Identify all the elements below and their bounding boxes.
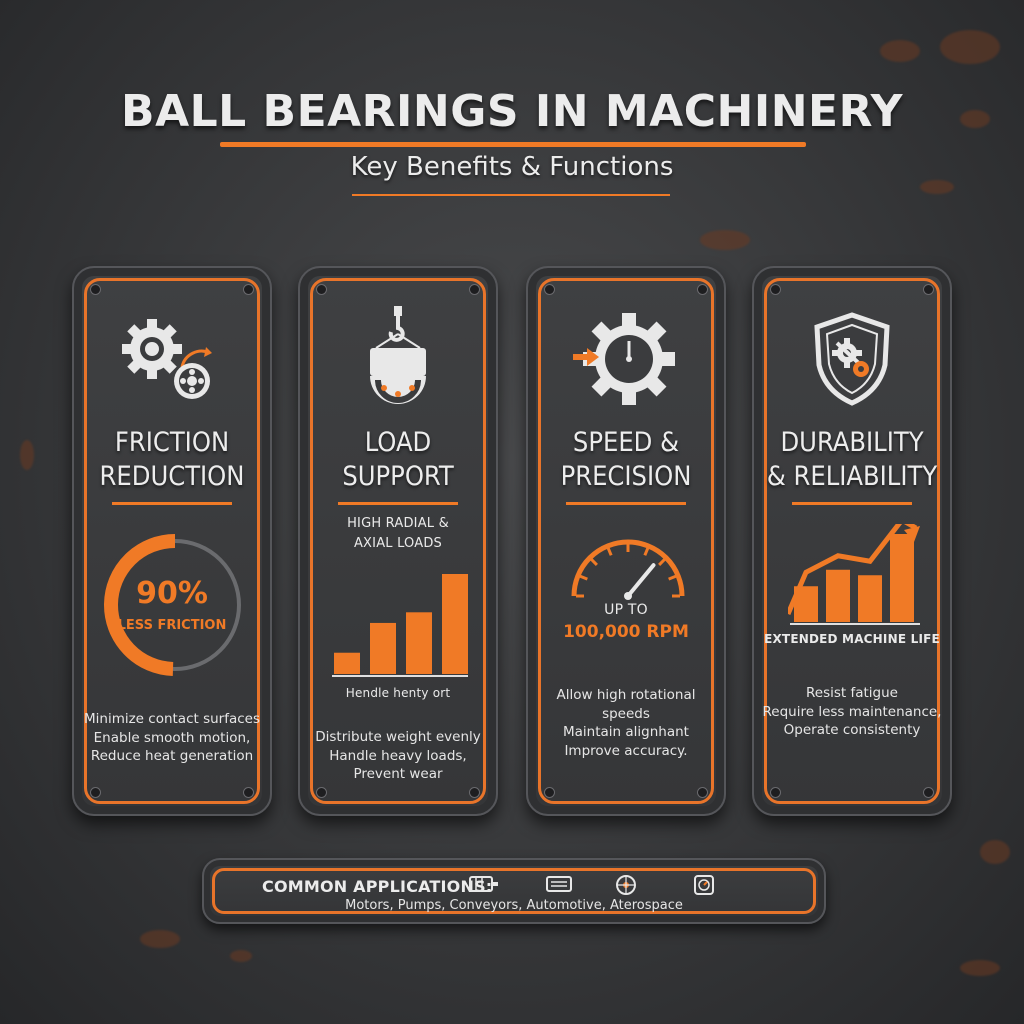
card-title: LOAD SUPPORT xyxy=(342,427,454,492)
screw-icon xyxy=(923,284,934,295)
screw-icon xyxy=(243,787,254,798)
rust-spot xyxy=(980,840,1010,864)
rust-spot xyxy=(960,960,1000,976)
wheel-icon xyxy=(616,875,636,895)
screw-icon xyxy=(544,284,555,295)
durability-chart-caption: EXTENDED MACHINE LIFE xyxy=(764,632,940,646)
load-bar xyxy=(442,574,468,674)
screw-icon xyxy=(90,284,101,295)
rust-spot xyxy=(700,230,750,250)
trend-arrow-head xyxy=(904,526,920,542)
card-speed-precision: SPEED & PRECISION UP TO 100,000 RPM Allo… xyxy=(526,266,726,816)
friction-gauge-fill xyxy=(104,534,176,676)
load-chart-caption: Hendle henty ort xyxy=(345,686,451,700)
applications-label: COMMON APPLICATIONS: xyxy=(262,877,493,896)
screw-icon xyxy=(243,284,254,295)
trend-arrow-line xyxy=(788,524,918,615)
load-bar-chart xyxy=(332,574,468,677)
applications-list: Motors, Pumps, Conveyors, Automotive, At… xyxy=(345,898,683,913)
card-title-underline xyxy=(338,502,458,505)
gear-bearing-icon xyxy=(74,304,270,414)
screw-icon xyxy=(697,787,708,798)
screw-icon xyxy=(770,787,781,798)
speed-gauge xyxy=(571,539,685,600)
load-bar xyxy=(406,612,432,674)
gauge-tick xyxy=(658,558,666,566)
card-title-underline xyxy=(566,502,686,505)
friction-metric-label: LESS FRICTION xyxy=(117,618,227,633)
card-load-support: LOAD SUPPORT HIGH RADIAL & AXIAL LOADS H… xyxy=(298,266,498,816)
load-bar xyxy=(370,622,396,674)
load-bar xyxy=(334,652,360,674)
rust-spot xyxy=(920,180,954,194)
durability-bar-chart xyxy=(788,524,920,625)
page-subtitle: Key Benefits & Functions xyxy=(350,152,674,182)
friction-gauge xyxy=(104,534,241,676)
card-description: Resist fatigue Require less maintenance,… xyxy=(762,685,942,738)
rust-spot xyxy=(960,110,990,128)
crane-hook-bearing-icon xyxy=(300,304,496,414)
pump-icon xyxy=(546,876,572,892)
speed-value: 100,000 RPM xyxy=(563,622,689,642)
load-caption: HIGH RADIAL & AXIAL LOADS xyxy=(347,516,449,551)
gauge-icon xyxy=(694,875,714,895)
gear-gauge-icon xyxy=(528,304,724,414)
title-underline xyxy=(220,142,806,147)
card-title-underline xyxy=(112,502,232,505)
durability-bar xyxy=(890,534,914,622)
gauge-tick xyxy=(606,547,613,556)
card-description: Distribute weight evenly Handle heavy lo… xyxy=(315,729,481,782)
card-title: SPEED & PRECISION xyxy=(560,427,692,492)
motor-icon xyxy=(469,876,498,892)
gauge-tick xyxy=(590,558,598,566)
card-friction-reduction: FRICTION REDUCTION 90% LESS FRICTION Min… xyxy=(72,266,272,816)
speed-gauge-needle xyxy=(626,563,656,598)
screw-icon xyxy=(770,284,781,295)
screw-icon xyxy=(316,787,327,798)
gauge-tick xyxy=(668,574,677,581)
gauge-tick xyxy=(579,574,588,581)
screw-icon xyxy=(923,787,934,798)
card-durability-reliability: DURABILITY & RELIABILITY EXTENDED MACHIN… xyxy=(752,266,952,816)
card-title-underline xyxy=(792,502,912,505)
rust-spot xyxy=(230,950,252,962)
page-title: BALL BEARINGS IN MACHINERY xyxy=(121,86,903,137)
screw-icon xyxy=(316,284,327,295)
rust-spot xyxy=(880,40,920,62)
card-description: Minimize contact surfaces Enable smooth … xyxy=(83,711,261,764)
subtitle-underline xyxy=(352,194,670,196)
screw-icon xyxy=(469,787,480,798)
rust-spot xyxy=(140,930,180,948)
card-description: Allow high rotational speeds Maintain al… xyxy=(556,687,696,759)
card-title: FRICTION REDUCTION xyxy=(99,427,245,492)
screw-icon xyxy=(697,284,708,295)
gauge-tick xyxy=(643,547,650,556)
friction-metric-value: 90% xyxy=(136,576,208,611)
screw-icon xyxy=(544,787,555,798)
rust-spot xyxy=(20,440,34,470)
shield-gears-icon xyxy=(754,304,950,414)
rust-spot xyxy=(940,30,1000,64)
speed-label: UP TO xyxy=(604,602,648,618)
durability-bar xyxy=(826,569,850,622)
screw-icon xyxy=(90,787,101,798)
screw-icon xyxy=(469,284,480,295)
common-applications-banner: COMMON APPLICATIONS: Motors, Pumps, Conv… xyxy=(202,858,826,924)
card-title: DURABILITY & RELIABILITY xyxy=(766,427,938,492)
durability-bar xyxy=(858,575,882,622)
